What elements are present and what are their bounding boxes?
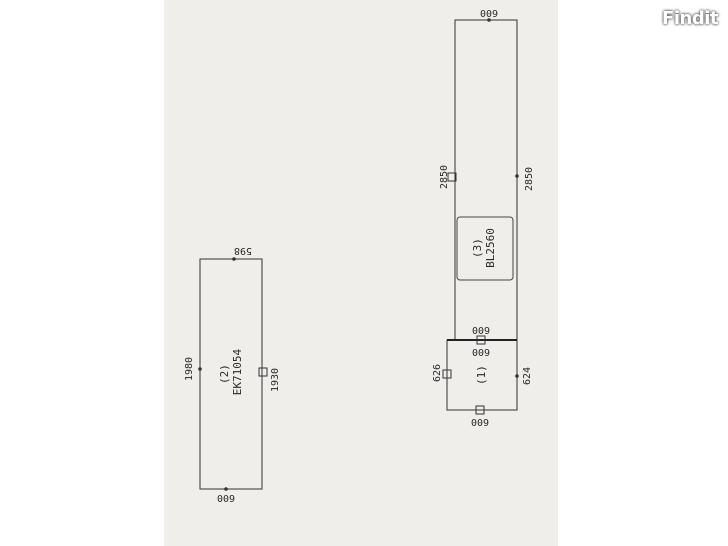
piece-3-left-marker — [447, 172, 457, 182]
piece-3-right-dim: 2850 — [524, 167, 535, 191]
piece-2: 598 600 1980 1930 (2) EK71054 — [184, 245, 281, 503]
findit-watermark-logo: Findit — [662, 8, 718, 29]
piece-3-top-dim: 600 — [480, 7, 498, 18]
piece-1-top-dim: 600 — [472, 346, 490, 357]
piece-1-left-marker — [442, 369, 452, 379]
piece-1-right-marker — [515, 374, 519, 378]
piece-3-outline — [454, 19, 518, 341]
piece-2-bottom-marker — [224, 487, 228, 491]
piece-3: 600 600 2850 2850 (3) BL2560 — [439, 7, 535, 341]
paper-sheet — [164, 0, 558, 546]
piece-3-id: (3) — [471, 238, 484, 258]
piece-2-left-marker — [198, 367, 202, 371]
piece-3-right-marker — [515, 174, 519, 178]
piece-2-top-dim: 598 — [234, 245, 252, 256]
piece-1-top-marker — [476, 335, 486, 345]
piece-2-right-marker — [258, 367, 268, 377]
piece-1-bottom-dim: 600 — [471, 416, 489, 427]
piece-2-bottom-dim: 600 — [217, 492, 235, 503]
piece-1: 600 600 626 624 (1) — [432, 335, 533, 427]
piece-2-top-marker — [232, 257, 236, 261]
piece-1-bottom-marker — [475, 405, 485, 415]
piece-2-left-dim: 1980 — [184, 357, 195, 381]
piece-1-left-dim: 626 — [432, 364, 443, 382]
piece-3-bottom-dim: 600 — [472, 324, 490, 335]
piece-2-right-dim: 1930 — [270, 368, 281, 392]
piece-3-label-box — [456, 216, 514, 281]
piece-1-id: (1) — [475, 365, 488, 385]
piece-3-left-dim: 2850 — [439, 165, 450, 189]
piece-2-id: (2) — [218, 364, 231, 384]
background-left — [0, 0, 164, 546]
piece-3-code: BL2560 — [484, 228, 497, 268]
piece-2-code: EK71054 — [231, 348, 244, 395]
piece-2-outline — [199, 258, 263, 490]
piece-1-right-dim: 624 — [522, 367, 533, 385]
piece-3-top-marker — [487, 18, 491, 22]
background-right — [558, 0, 728, 546]
